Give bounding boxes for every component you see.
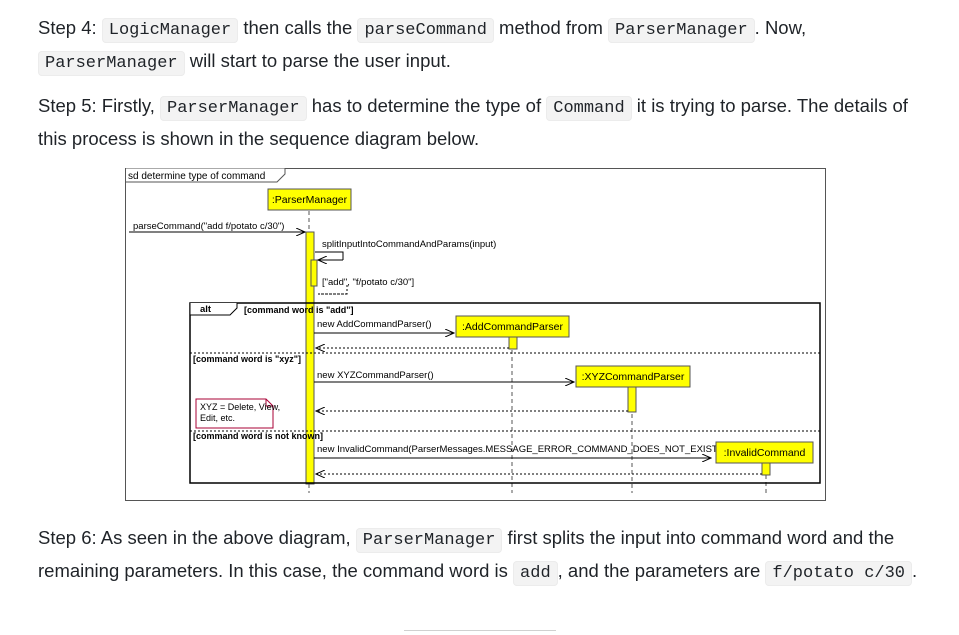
alt-guard-xyz: [command word is "xyz"] [193, 354, 301, 364]
xyz-note-fold [265, 399, 273, 407]
step-5-paragraph: Step 5: Firstly, ParserManager has to de… [38, 91, 918, 154]
split-self-call [315, 251, 344, 260]
code-params: f/potato c/30 [765, 561, 913, 586]
split-activation [310, 259, 318, 287]
code-parser-manager: ParserManager [355, 528, 503, 553]
step-4-lead: Step 4: [38, 17, 102, 38]
code-parser-manager: ParserManager [160, 96, 307, 121]
xyz-parser-label: :XYZCommandParser [582, 371, 685, 383]
invalid-command-activation [761, 462, 771, 476]
split-return-message: ["add", "f/potato c/30"] [322, 277, 414, 288]
step-5-text: has to determine the type of [306, 95, 547, 116]
sequence-diagram: sd determine type of command :ParserMana… [125, 168, 827, 507]
new-xyz-message: new XYZCommandParser() [317, 370, 434, 381]
parse-command-message: parseCommand("add f/potato c/30") [133, 221, 284, 232]
split-message: splitInputIntoCommandAndParams(input) [322, 239, 496, 250]
frame-title: sd determine type of command [128, 171, 265, 182]
note-line-2: Edit, etc. [200, 413, 235, 423]
alt-guard-add: [command word is "add"] [244, 305, 354, 315]
xyz-parser-activation [627, 386, 637, 413]
step-4-text: method from [493, 17, 609, 38]
step-4-paragraph: Step 4: LogicManager then calls the pars… [38, 13, 918, 79]
step-6-paragraph: Step 6: As seen in the above diagram, Pa… [38, 523, 918, 589]
next-section-divider [404, 630, 556, 635]
code-parser-manager: ParserManager [38, 51, 185, 76]
step-6-text: first splits the input into command word… [38, 527, 895, 581]
frame-title-tab [125, 168, 286, 183]
alt-guard-unknown: [command word is not known] [193, 431, 323, 441]
step-4-text: . Now, [754, 17, 807, 38]
parser-manager-activation [305, 231, 315, 485]
alt-fragment [189, 302, 821, 484]
step-6-text: , and the parameters are [557, 560, 766, 581]
parser-manager-box [267, 188, 352, 211]
step-4-text: will start to parse the user input. [184, 50, 451, 71]
invalid-command-label: :InvalidCommand [724, 447, 806, 459]
code-parse-command: parseCommand [357, 18, 494, 43]
new-invalid-message: new InvalidCommand(ParserMessages.MESSAG… [317, 444, 721, 455]
code-logic-manager: LogicManager [101, 18, 239, 43]
parser-manager-label: :ParserManager [272, 194, 348, 206]
alt-label: alt [200, 304, 212, 315]
step-4-text: then calls the [238, 17, 358, 38]
step-6-text: . [912, 560, 918, 581]
step-5-lead: Step 5: Firstly, [38, 95, 160, 116]
xyz-note [195, 398, 274, 429]
code-command: Command [546, 96, 632, 121]
code-parser-manager: ParserManager [608, 18, 755, 43]
sequence-diagram-svg: sd determine type of command :ParserMana… [125, 168, 826, 501]
add-parser-label: :AddCommandParser [462, 321, 563, 333]
new-add-message: new AddCommandParser() [317, 319, 432, 330]
add-parser-activation [508, 336, 518, 350]
step-6-lead: Step 6: As seen in the above diagram, [38, 527, 356, 548]
alt-tab [189, 303, 238, 316]
note-line-1: XYZ = Delete, View, [200, 402, 280, 412]
step-5-text: it is trying to parse. The details of th… [38, 95, 908, 149]
code-add: add [513, 561, 558, 586]
